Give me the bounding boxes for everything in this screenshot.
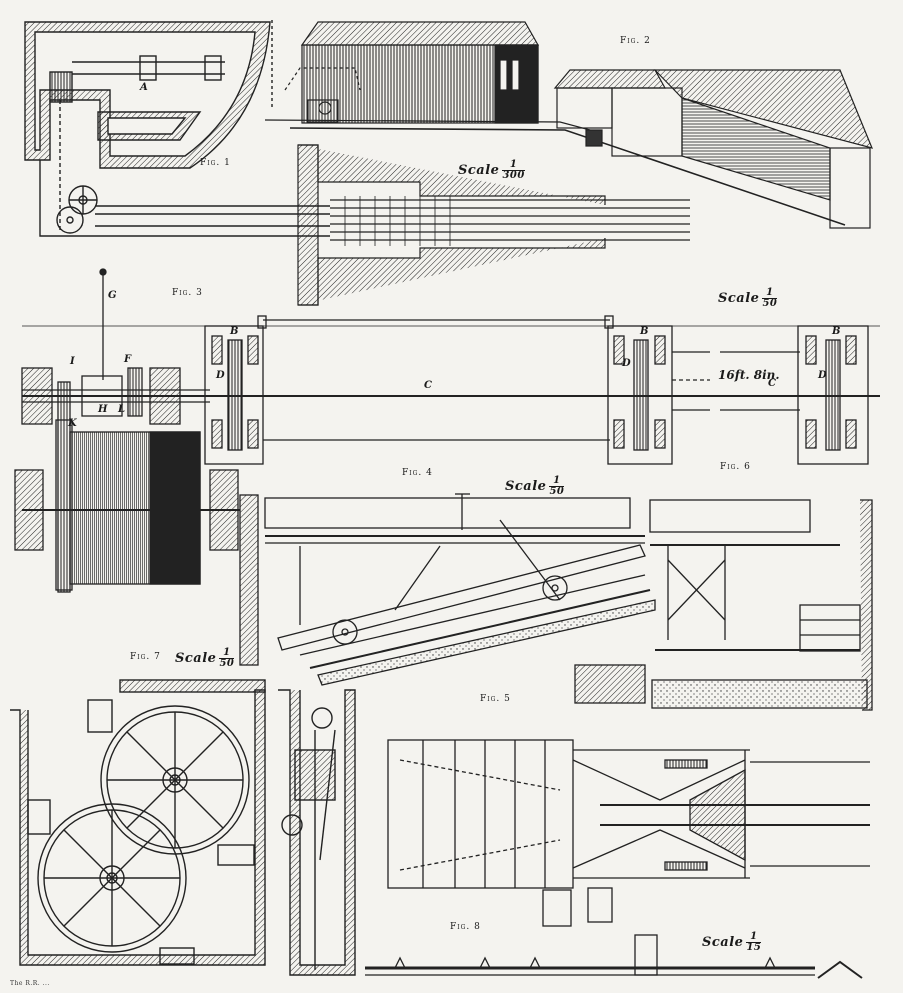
fig8-car-plan — [365, 739, 870, 979]
fig6-caption: Fig. 6 — [720, 462, 751, 472]
label-b-1: B — [230, 326, 239, 337]
fig5-caption: Fig. 5 — [480, 694, 511, 704]
fig1-caption: Fig. 1 — [200, 158, 231, 168]
label-b-3: B — [832, 326, 841, 337]
label-f: F — [124, 354, 132, 365]
fig2-caption: Fig. 2 — [620, 36, 651, 46]
fig4-incline-car — [239, 493, 656, 686]
fig7-drum — [14, 419, 240, 591]
label-d-3: D — [818, 370, 827, 381]
fig5-pulleys — [10, 679, 356, 976]
fig7-caption: Fig. 7 — [130, 652, 161, 662]
fig4-caption: Fig. 4 — [402, 468, 433, 478]
fig6-end-elevation — [574, 499, 873, 711]
credit-line: The R.R. ... — [10, 980, 50, 987]
label-d-1: D — [216, 370, 225, 381]
label-h: H — [98, 404, 108, 415]
tunnel-plan — [297, 144, 690, 306]
label-a: A — [140, 82, 148, 93]
dimension-label: 16ft. 8in. — [718, 368, 780, 382]
label-c-1: C — [424, 380, 432, 391]
label-d-2: D — [622, 358, 631, 369]
label-c-2: C — [768, 378, 776, 389]
label-l: L — [118, 404, 126, 415]
label-g: G — [108, 290, 117, 301]
fig2-elevation — [264, 21, 874, 229]
fig1-plan — [24, 20, 330, 237]
label-b-2: B — [640, 326, 649, 337]
label-k: K — [68, 418, 77, 429]
fig8-caption: Fig. 8 — [450, 922, 481, 932]
fig3-caption: Fig. 3 — [172, 288, 203, 298]
label-i: I — [70, 356, 75, 367]
